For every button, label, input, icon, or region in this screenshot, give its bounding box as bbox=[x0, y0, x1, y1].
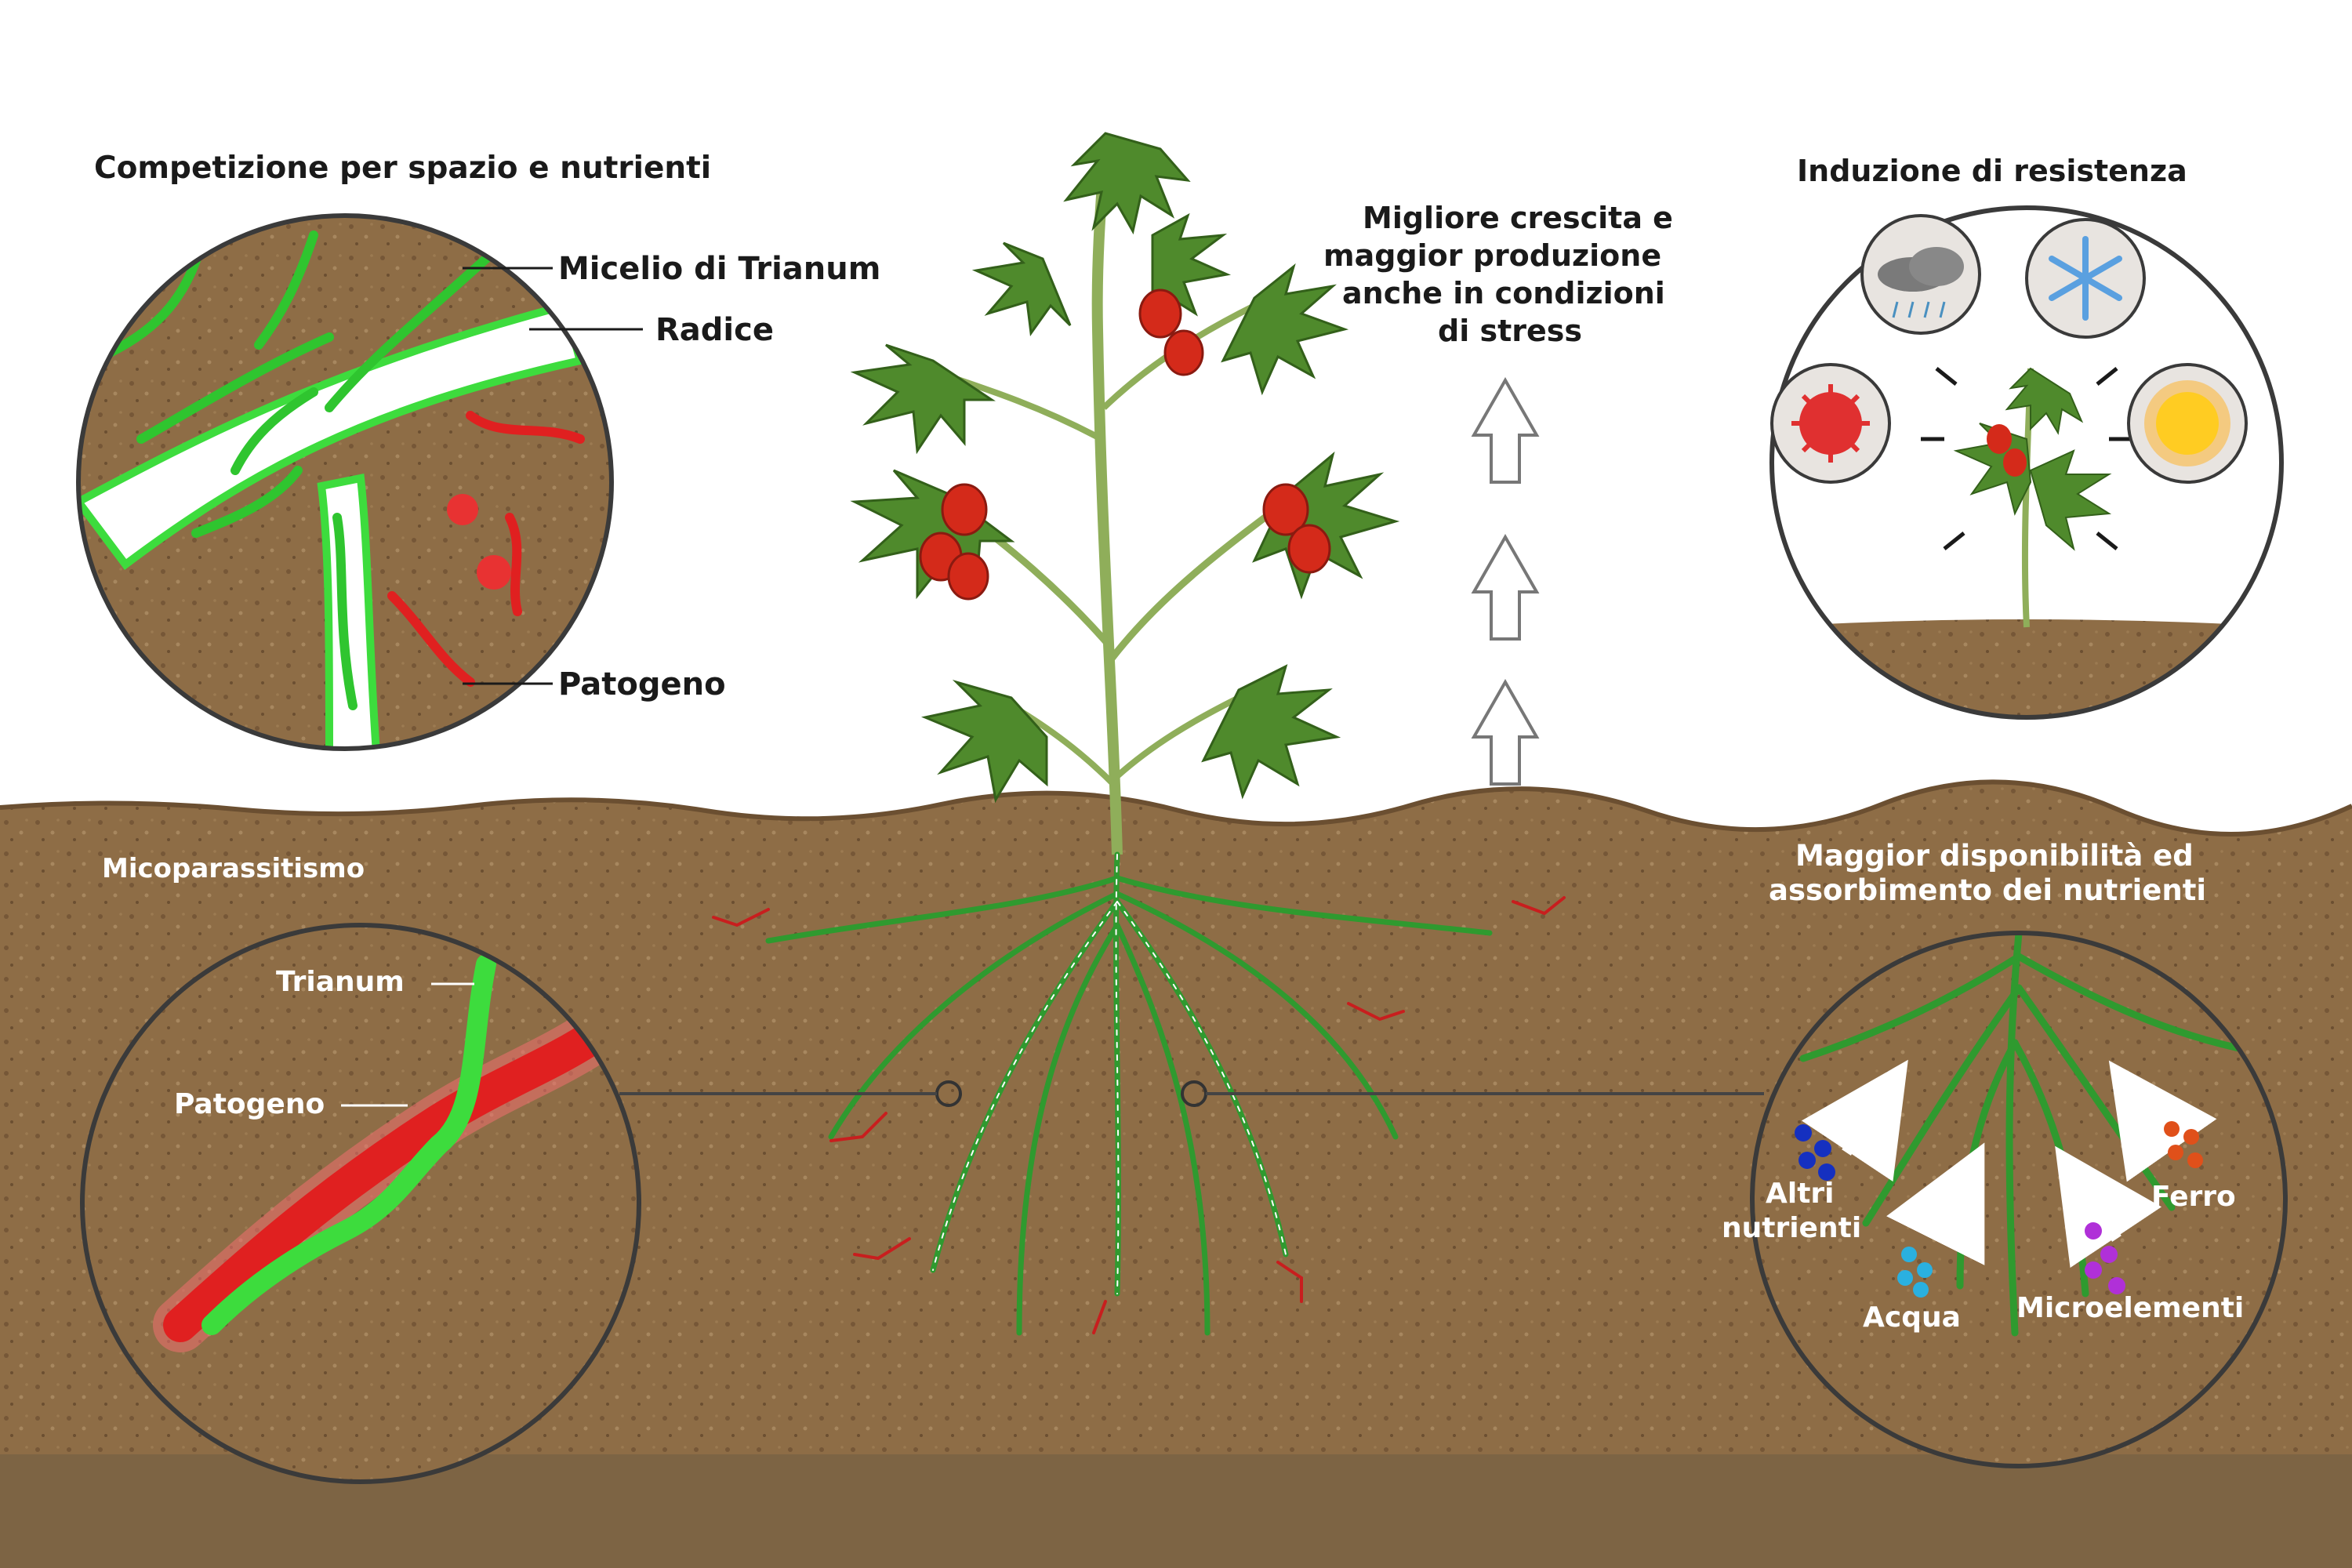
mycoparasitism-pathogen-label: Patogeno bbox=[174, 1088, 325, 1120]
competition-title: Competizione per spazio e nutrienti bbox=[94, 151, 712, 186]
resistance-magnifier bbox=[1769, 205, 2284, 720]
sun-icon bbox=[2127, 363, 2248, 484]
growth-line-3: anche in condizioni bbox=[1342, 276, 1665, 310]
growth-line-1: Migliore crescita e bbox=[1363, 201, 1673, 235]
nutrients-title-line-2: assorbimento dei nutrienti bbox=[1769, 873, 2207, 907]
root-system bbox=[712, 851, 1566, 1336]
competition-magnifier bbox=[76, 213, 643, 751]
mycoparasitism-magnifier bbox=[80, 923, 641, 1484]
iron-label: Ferro bbox=[2151, 1181, 2236, 1213]
tomato-plant bbox=[850, 132, 1400, 855]
other-nutrients-label-2: nutrienti bbox=[1722, 1212, 1862, 1244]
resistance-title: Induzione di resistenza bbox=[1797, 154, 2187, 188]
water-label: Acqua bbox=[1863, 1301, 1961, 1334]
root-label: Radice bbox=[655, 312, 774, 348]
snowflake-icon bbox=[2025, 218, 2146, 339]
up-arrow-icon bbox=[1471, 376, 1540, 786]
trianum-label: Trianum bbox=[276, 966, 405, 998]
pathogen-label: Patogeno bbox=[558, 666, 726, 702]
growth-line-4: di stress bbox=[1438, 314, 1582, 348]
mycelium-label: Micelio di Trianum bbox=[558, 251, 881, 287]
micro-elements-label: Microelementi bbox=[2016, 1292, 2245, 1324]
nutrients-magnifier bbox=[1750, 931, 2288, 1468]
virus-icon bbox=[1770, 363, 1891, 484]
nutrients-title-line-1: Maggior disponibilità ed bbox=[1795, 839, 2194, 873]
mycoparasitism-title: Micoparassitismo bbox=[102, 853, 365, 884]
cloud-rain-icon bbox=[1860, 214, 1981, 335]
growth-line-2: maggior produzione bbox=[1323, 238, 1662, 273]
other-nutrients-label-1: Altri bbox=[1766, 1178, 1835, 1210]
